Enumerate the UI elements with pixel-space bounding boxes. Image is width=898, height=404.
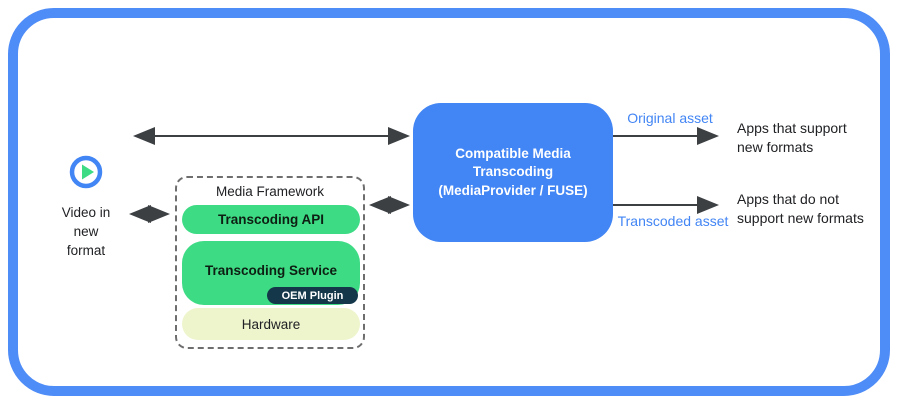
transcoding-api-layer: Transcoding API (182, 205, 360, 234)
apps-no-support-new-formats-label: Apps that do not support new formats (737, 191, 864, 226)
compatible-media-transcoding-box: Compatible Media Transcoding (MediaProvi… (413, 103, 613, 242)
media-framework-title: Media Framework (215, 184, 325, 199)
original-asset-label: Original asset (627, 110, 713, 126)
hardware-layer: Hardware (182, 308, 360, 340)
media-framework-box (175, 176, 365, 349)
apps-support-new-formats-label: Apps that support new formats (737, 120, 847, 155)
outer-frame-border (8, 8, 890, 396)
play-icon (69, 155, 103, 189)
oem-plugin-badge: OEM Plugin (267, 287, 358, 304)
source-video-label: Video in new format (61, 205, 111, 258)
transcoded-asset-label: Transcoded asset (617, 213, 729, 229)
